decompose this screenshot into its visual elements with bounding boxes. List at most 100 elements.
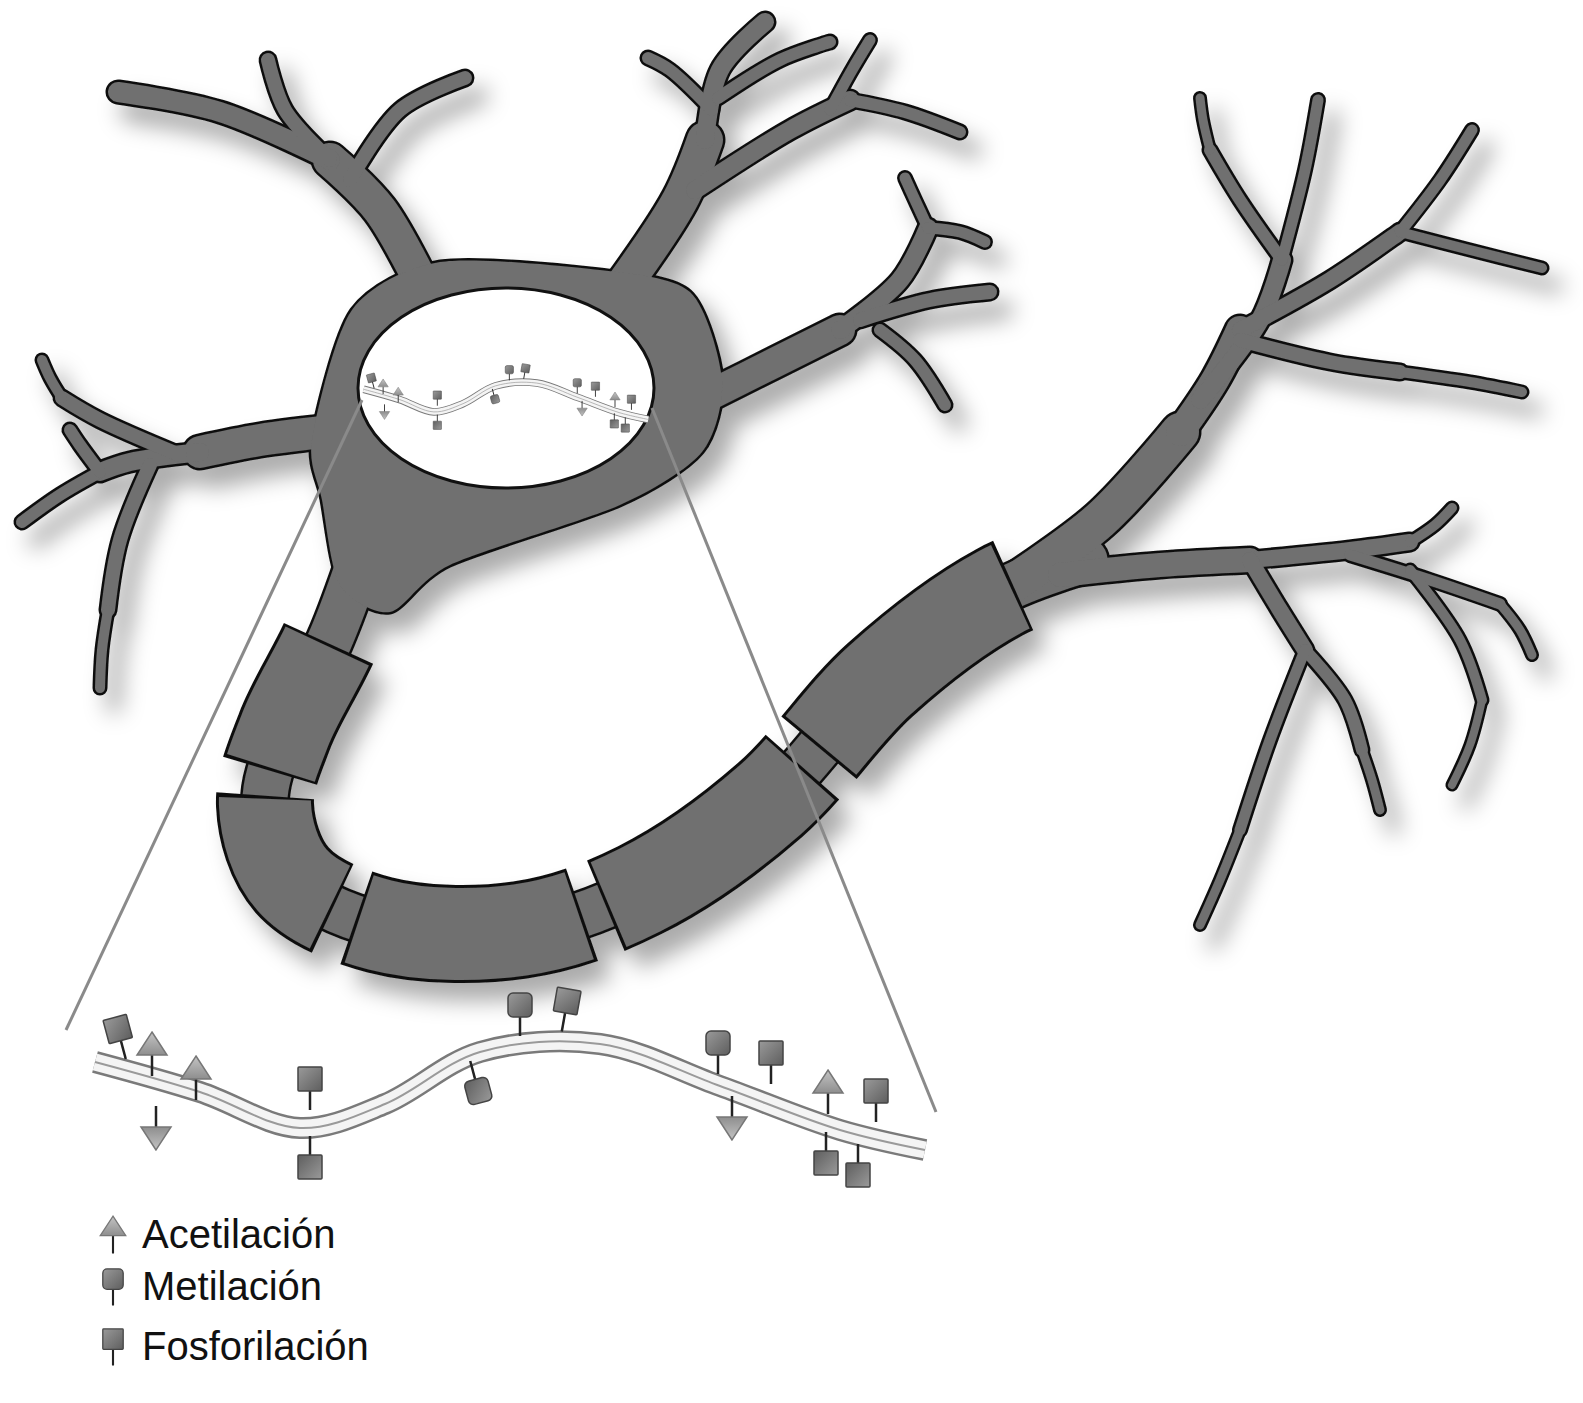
dendrite bbox=[42, 360, 62, 398]
dendrite bbox=[1240, 340, 1400, 372]
dendrite bbox=[22, 472, 100, 522]
histone-mark bbox=[103, 1014, 137, 1062]
dendrite bbox=[1200, 830, 1240, 925]
myelin-sheath bbox=[265, 560, 1085, 934]
dendrite bbox=[108, 465, 150, 610]
dendrite bbox=[100, 610, 108, 688]
myelin-sheath bbox=[265, 560, 1085, 934]
dendrite bbox=[1400, 372, 1522, 392]
myelin-sheath bbox=[265, 560, 1085, 934]
dendrite bbox=[1282, 100, 1318, 260]
dendrite bbox=[1250, 560, 1305, 650]
dendrite bbox=[1282, 100, 1318, 260]
histone-mark bbox=[181, 1056, 211, 1100]
legend-label: Acetilación bbox=[142, 1210, 335, 1258]
soma bbox=[311, 260, 722, 612]
dendrite bbox=[1240, 650, 1305, 830]
neuron bbox=[22, 22, 1542, 934]
dendrite bbox=[1250, 542, 1410, 560]
dendrite bbox=[1210, 150, 1282, 260]
dendrite bbox=[1250, 542, 1410, 560]
dendrite bbox=[1200, 98, 1210, 150]
dendrite bbox=[850, 100, 960, 132]
dendrite bbox=[70, 430, 100, 472]
histone-mark bbox=[137, 1032, 167, 1076]
legend-symbol bbox=[100, 1216, 126, 1253]
dendrite bbox=[718, 42, 830, 98]
dendrite bbox=[1400, 130, 1472, 232]
legend-symbol bbox=[90, 1262, 136, 1310]
myelin-sheath bbox=[265, 560, 1085, 934]
dendrite bbox=[1060, 560, 1250, 575]
dendrite bbox=[860, 292, 990, 320]
dendrite bbox=[1200, 830, 1240, 925]
histone-mark bbox=[706, 1031, 730, 1074]
legend-entry: Metilación bbox=[90, 1262, 322, 1310]
dendrite bbox=[1400, 372, 1522, 392]
dendrite bbox=[350, 78, 465, 180]
dendrite bbox=[268, 60, 330, 160]
dendrite bbox=[620, 140, 705, 290]
dendrite bbox=[1240, 340, 1400, 372]
legend-label: Metilación bbox=[142, 1262, 322, 1310]
dendrite bbox=[1400, 232, 1542, 268]
axon bbox=[265, 560, 1085, 934]
zoom-line bbox=[652, 408, 936, 1112]
dendrite bbox=[905, 178, 928, 228]
histone-mark bbox=[508, 993, 532, 1036]
zoom-line bbox=[66, 400, 362, 1030]
legend-symbol bbox=[103, 1329, 123, 1366]
dendrite bbox=[850, 100, 960, 132]
dendrite bbox=[1305, 650, 1362, 750]
dendrite bbox=[648, 58, 712, 110]
axon bbox=[265, 560, 1085, 934]
dendrite bbox=[1210, 150, 1282, 260]
histone-mark bbox=[846, 1144, 870, 1187]
legend-symbol bbox=[90, 1210, 136, 1258]
myelin-sheath bbox=[265, 560, 1085, 934]
dendrite bbox=[1410, 508, 1452, 542]
dendrite bbox=[880, 330, 945, 405]
myelin-sheath bbox=[265, 560, 1085, 934]
myelin-sheath bbox=[265, 560, 1085, 934]
histone-mark bbox=[298, 1136, 322, 1179]
dendrite bbox=[1240, 232, 1400, 330]
histone-mark bbox=[864, 1079, 888, 1122]
dendrite bbox=[1400, 232, 1542, 268]
legend-label: Fosforilación bbox=[142, 1322, 369, 1370]
dendrite bbox=[1240, 232, 1400, 330]
dendrite bbox=[22, 472, 100, 522]
dendrite bbox=[928, 228, 985, 242]
dna-strand bbox=[95, 1041, 925, 1150]
dendrite bbox=[1500, 604, 1532, 655]
nucleus-inset bbox=[358, 288, 654, 488]
myelin-sheath bbox=[265, 560, 1085, 934]
dendrite bbox=[1305, 650, 1362, 750]
histone-mark bbox=[759, 1041, 783, 1084]
dendrite bbox=[1060, 560, 1250, 575]
dendrite bbox=[1400, 130, 1472, 232]
legend-entry: Acetilación bbox=[90, 1210, 335, 1258]
dendrite bbox=[880, 330, 945, 405]
dendrite bbox=[1200, 98, 1210, 150]
myelin-sheath bbox=[265, 560, 1085, 934]
dendrite bbox=[70, 430, 100, 472]
dendrite bbox=[1452, 700, 1482, 785]
dendrite bbox=[62, 398, 180, 455]
myelin-sheath bbox=[265, 560, 1085, 934]
dendrite bbox=[100, 610, 108, 688]
myelin-sheath bbox=[265, 560, 1085, 934]
dendrite bbox=[1500, 604, 1532, 655]
dendrite bbox=[1240, 650, 1305, 830]
dendrite bbox=[350, 78, 465, 180]
dendrite bbox=[830, 40, 870, 110]
dendrite bbox=[905, 178, 928, 228]
soma bbox=[311, 260, 722, 612]
dendrite bbox=[1362, 750, 1380, 810]
dendrite bbox=[108, 465, 150, 610]
myelin-sheath bbox=[265, 560, 1085, 934]
myelin-sheath bbox=[265, 560, 1085, 934]
histone-mark bbox=[813, 1070, 843, 1114]
